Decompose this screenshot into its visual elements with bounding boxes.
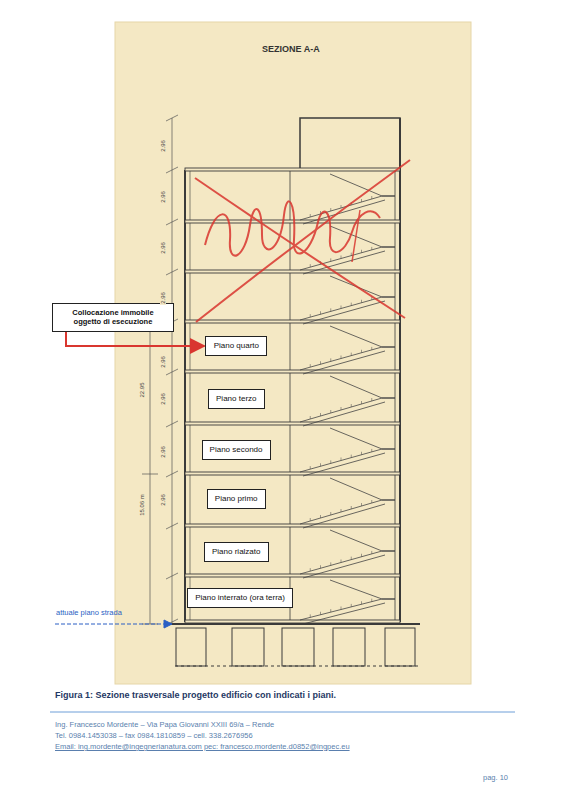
dimension: 22.95	[139, 381, 145, 398]
red-cross-out	[195, 160, 410, 322]
footer-rule	[50, 712, 515, 713]
floor-name: Piano rialzato	[212, 547, 261, 557]
footer-text: Tel. 0984.1453038 – fax 0984.1810859 – c…	[55, 731, 253, 740]
dimension: 2.96	[160, 445, 166, 459]
floor-name: Piano primo	[215, 494, 258, 504]
dimension-lines	[142, 118, 172, 624]
dimension: 2.96	[160, 355, 166, 369]
floor-label: Piano secondo	[202, 440, 271, 460]
callout-box: Collocazione immobile oggetto di esecuzi…	[52, 303, 174, 332]
floor-label: Piano rialzato	[204, 542, 269, 562]
dimension: 2.96	[160, 493, 166, 507]
figure-caption: Figura 1: Sezione trasversale progetto e…	[55, 690, 336, 700]
dimension: 2.96	[160, 190, 166, 204]
floor-name: Piano terzo	[216, 394, 257, 404]
footer-text: pag. 10	[483, 773, 508, 782]
dimension: 2.96	[160, 241, 166, 255]
callout-text: Collocazione immobile oggetto di esecuzi…	[60, 308, 166, 327]
street-level-note: attuale piano strada	[56, 608, 122, 617]
street-level-marker	[55, 620, 172, 628]
dimension: 2.96	[160, 392, 166, 406]
dimension-ticks	[166, 115, 178, 625]
floor-label: Piano quarto	[205, 336, 267, 356]
scanned-sheet	[115, 22, 471, 684]
foundations	[170, 624, 420, 666]
floor-label: Piano terzo	[208, 389, 265, 409]
dimension: 2.96	[160, 139, 166, 153]
dimension: 15.06 m	[139, 493, 145, 517]
floor-name: Piano interrato (ora terra)	[195, 593, 285, 603]
callout-arrow	[66, 332, 204, 346]
floor-name: Piano secondo	[210, 445, 263, 455]
footer-text: Ing. Francesco Mordente – Via Papa Giova…	[55, 720, 274, 729]
floor-label: Piano primo	[207, 489, 266, 509]
floor-label: Piano interrato (ora terra)	[187, 588, 293, 608]
floor-name: Piano quarto	[213, 341, 259, 351]
floor-slabs	[185, 168, 400, 623]
footer-text: Email: ing.mordente@ingegnerianatura.com…	[55, 742, 350, 751]
section-title: SEZIONE A-A	[262, 44, 320, 54]
dimension: 2.96	[160, 291, 166, 305]
